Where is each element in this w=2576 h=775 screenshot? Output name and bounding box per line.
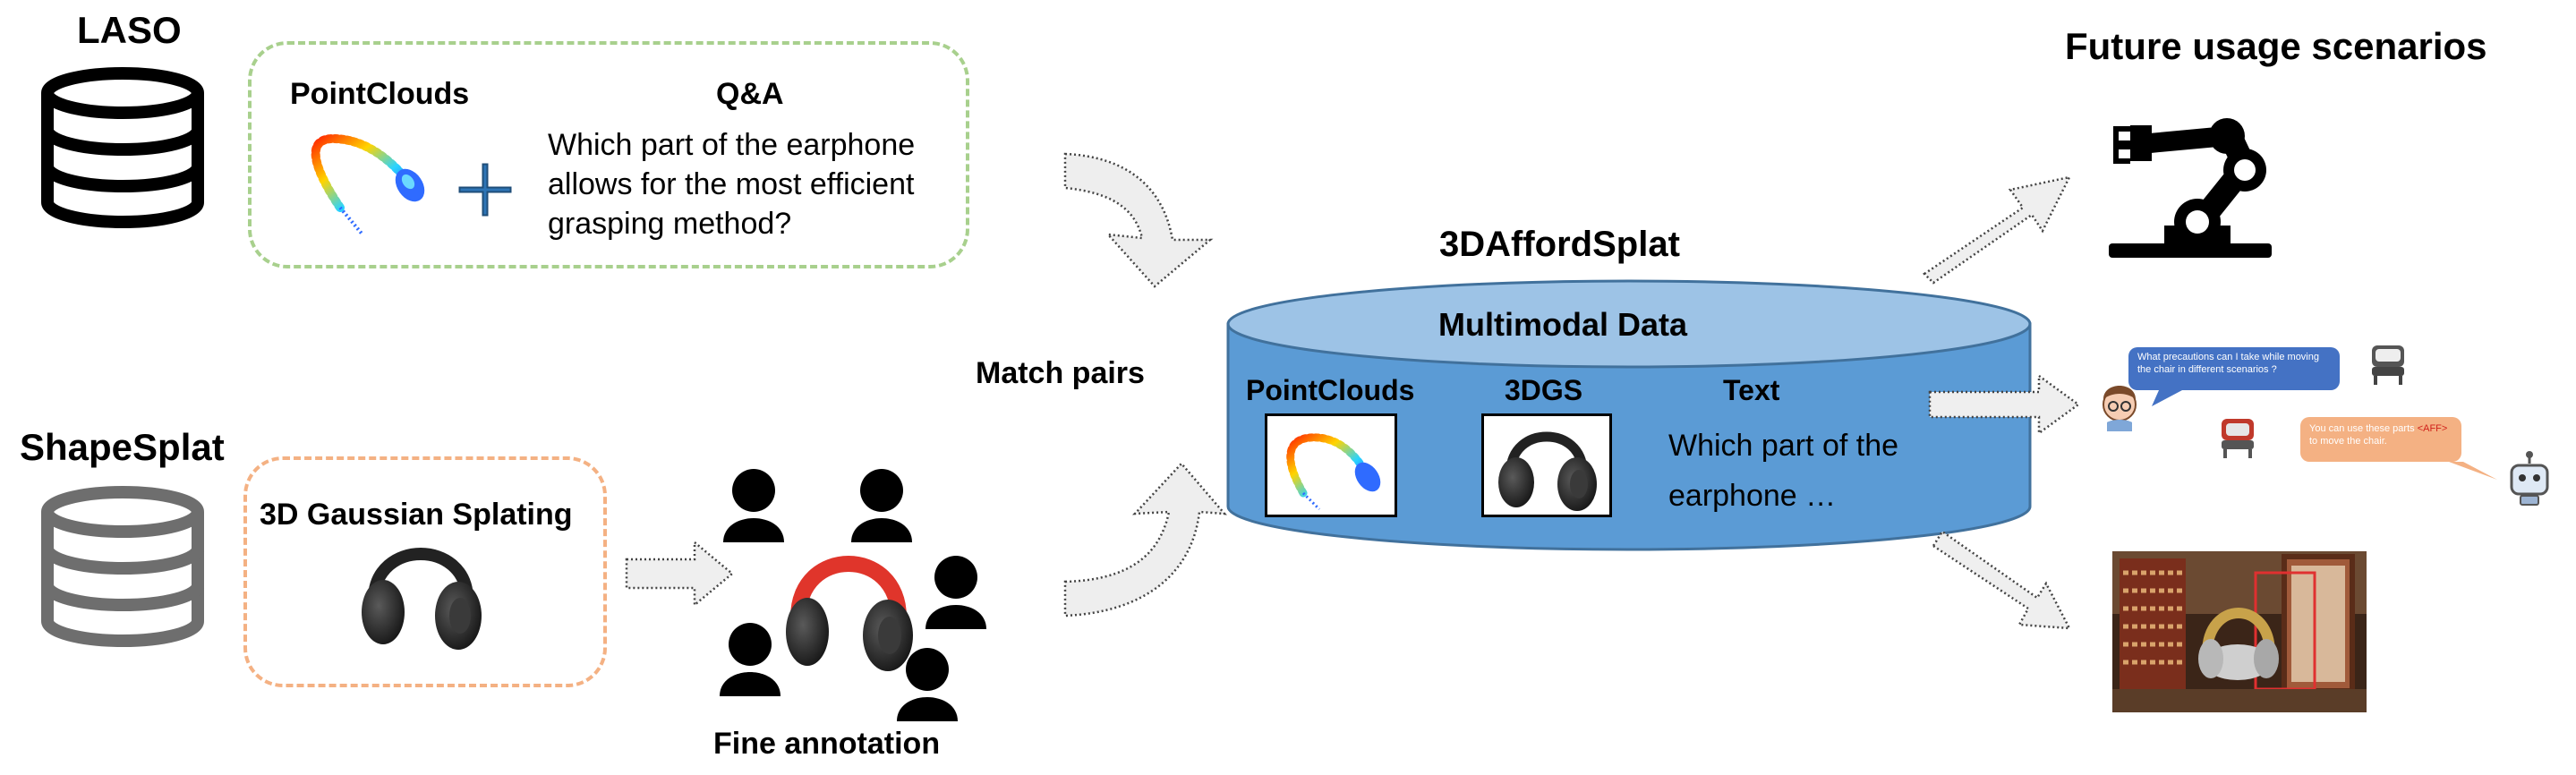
dataset-cylinder [1226,279,2032,551]
dataset-3dgs-label: 3DGS [1505,374,1583,406]
user-avatar-icon [2103,386,2137,431]
chair-icon [2372,345,2404,385]
arrow-to-robot [1923,175,2072,285]
curved-arrow-top [1063,152,1214,288]
gaussian-splating-label: 3D Gaussian Splating [260,498,573,532]
shapesplat-sample-box [243,456,607,687]
robot-arm-icon [2109,118,2272,258]
scene-photo [2112,551,2367,712]
person-icon [723,469,784,542]
future-title: Future usage scenarios [2065,25,2487,67]
gaussian-frame [1481,413,1612,517]
chat-answer-text: You can use these parts <AFF> to move th… [2309,422,2456,447]
shapesplat-title: ShapeSplat [20,426,225,468]
chat-answer-token: <AFF> [2417,423,2448,434]
laso-sample-box [248,41,969,268]
laso-question-text: Which part of the earphone allows for th… [548,128,916,241]
chat-question-bubble [2128,347,2340,406]
chat-answer-post: to move the chair. [2309,436,2387,447]
arrow-to-annotation [625,540,734,608]
person-icon [925,556,986,629]
chat-scenario [2103,345,2549,506]
shapesplat-database-icon [41,486,204,647]
person-icon [851,469,912,542]
dataset-pointclouds-label: PointClouds [1246,374,1415,406]
chat-question-text: What precautions can I take while moving… [2137,352,2319,375]
annotated-headphone-icon [786,556,913,671]
laso-pointclouds-label: PointClouds [290,77,470,111]
laso-database-icon [41,67,204,228]
multimodal-data-label: Multimodal Data [1438,306,1688,343]
chat-answer-bubble [2300,417,2497,480]
person-icon [897,648,958,721]
gaussian-headphone-icon [362,548,482,650]
highlighted-chair-icon [2222,419,2254,458]
match-pairs-label: Match pairs [976,356,1145,390]
plus-icon [458,163,512,217]
laso-qa-label: Q&A [716,77,784,111]
dataset-text-content: Which part of the earphone … [1668,429,1899,513]
pointcloud-frame [1265,413,1397,517]
dataset-text-label: Text [1723,374,1780,406]
person-icon [720,623,780,696]
laso-title: LASO [77,9,182,51]
fine-annotation-label: Fine annotation [713,727,941,761]
arrow-to-chat [1928,373,2081,436]
pointcloud-earphone-icon [311,133,425,236]
dataset-title: 3DAffordSplat [1439,225,1680,264]
chat-answer-pre: You can use these parts [2309,423,2418,434]
annotators-group [720,469,986,721]
curved-arrow-bottom [1063,462,1227,617]
arrow-to-scene [1932,530,2072,630]
robot-avatar-icon [2510,451,2549,506]
